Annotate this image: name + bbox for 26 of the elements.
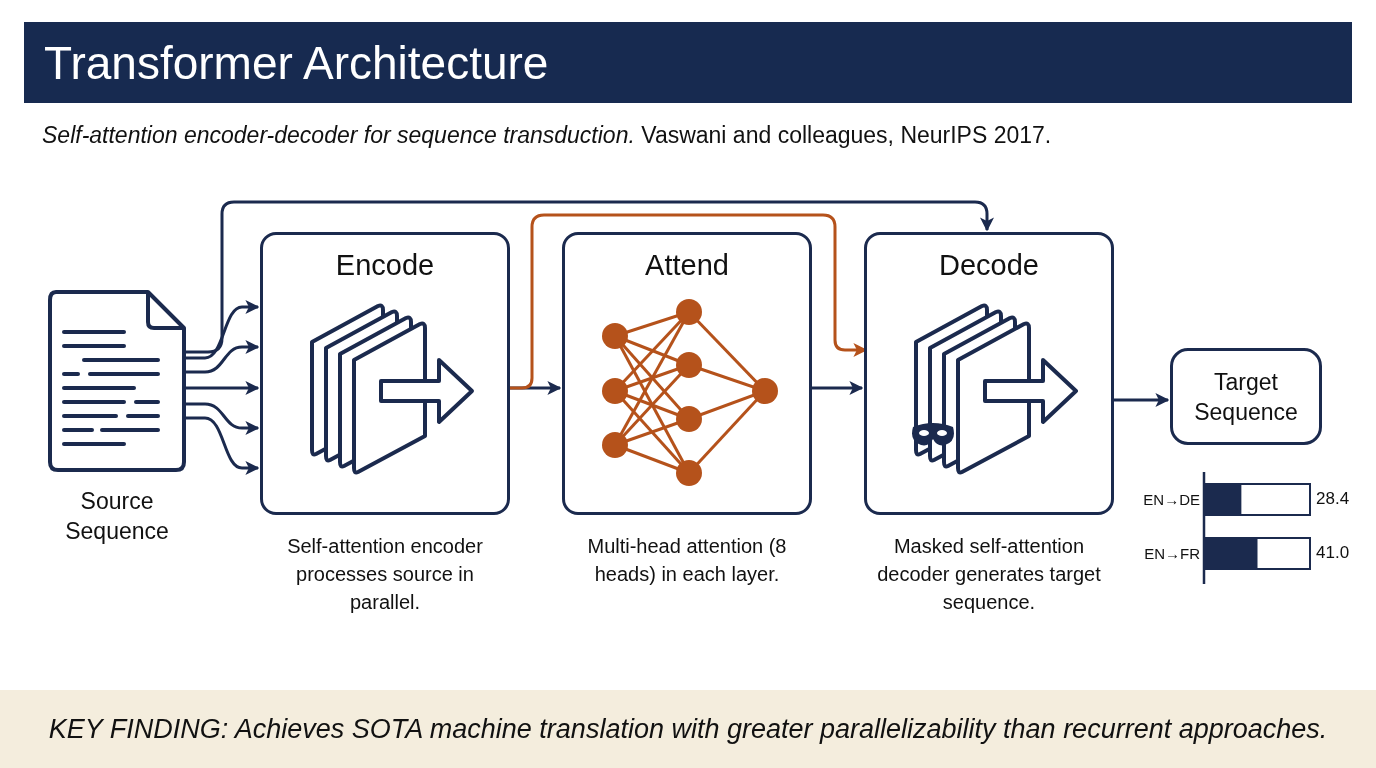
subtitle: Self-attention encoder-decoder for sequence transduction. Vaswani and colleagues, NeurIPS 2017. <box>42 121 1052 150</box>
arrow <box>186 402 260 435</box>
stage-caption: Multi-head attention (8 heads) in each layer. <box>586 534 788 587</box>
title: Transformer Architecture <box>44 39 549 86</box>
node-label: Source Sequence <box>64 487 170 546</box>
arrow <box>186 416 260 475</box>
stage-box <box>864 232 1114 515</box>
bar-category-label: EN→DE <box>1142 490 1200 510</box>
bar-category-label: EN→FR <box>1143 544 1200 564</box>
arrow <box>186 200 994 354</box>
stage-heading: Attend <box>644 248 730 283</box>
key-finding-text: KEY FINDING: Achieves SOTA machine translation with greater parallelizability than recurrent approaches. <box>48 713 1328 746</box>
stage-box <box>260 232 510 515</box>
stage-caption: Self-attention encoder processes source in parallel. <box>286 534 484 615</box>
arrow <box>1114 393 1170 407</box>
stage-caption: Masked self-attention decoder generates target sequence. <box>876 534 1102 615</box>
arrow <box>186 381 260 395</box>
arrow <box>186 300 260 360</box>
stage-heading: Decode <box>938 248 1040 283</box>
stage-heading: Encode <box>334 248 436 283</box>
bar-value-label: 41.0 <box>1316 543 1350 563</box>
arrow <box>186 340 260 374</box>
arrow <box>812 381 864 395</box>
bar-value-label: 28.4 <box>1316 489 1350 509</box>
output-box: Target Sequence <box>1170 348 1322 445</box>
stage-box <box>562 232 812 515</box>
